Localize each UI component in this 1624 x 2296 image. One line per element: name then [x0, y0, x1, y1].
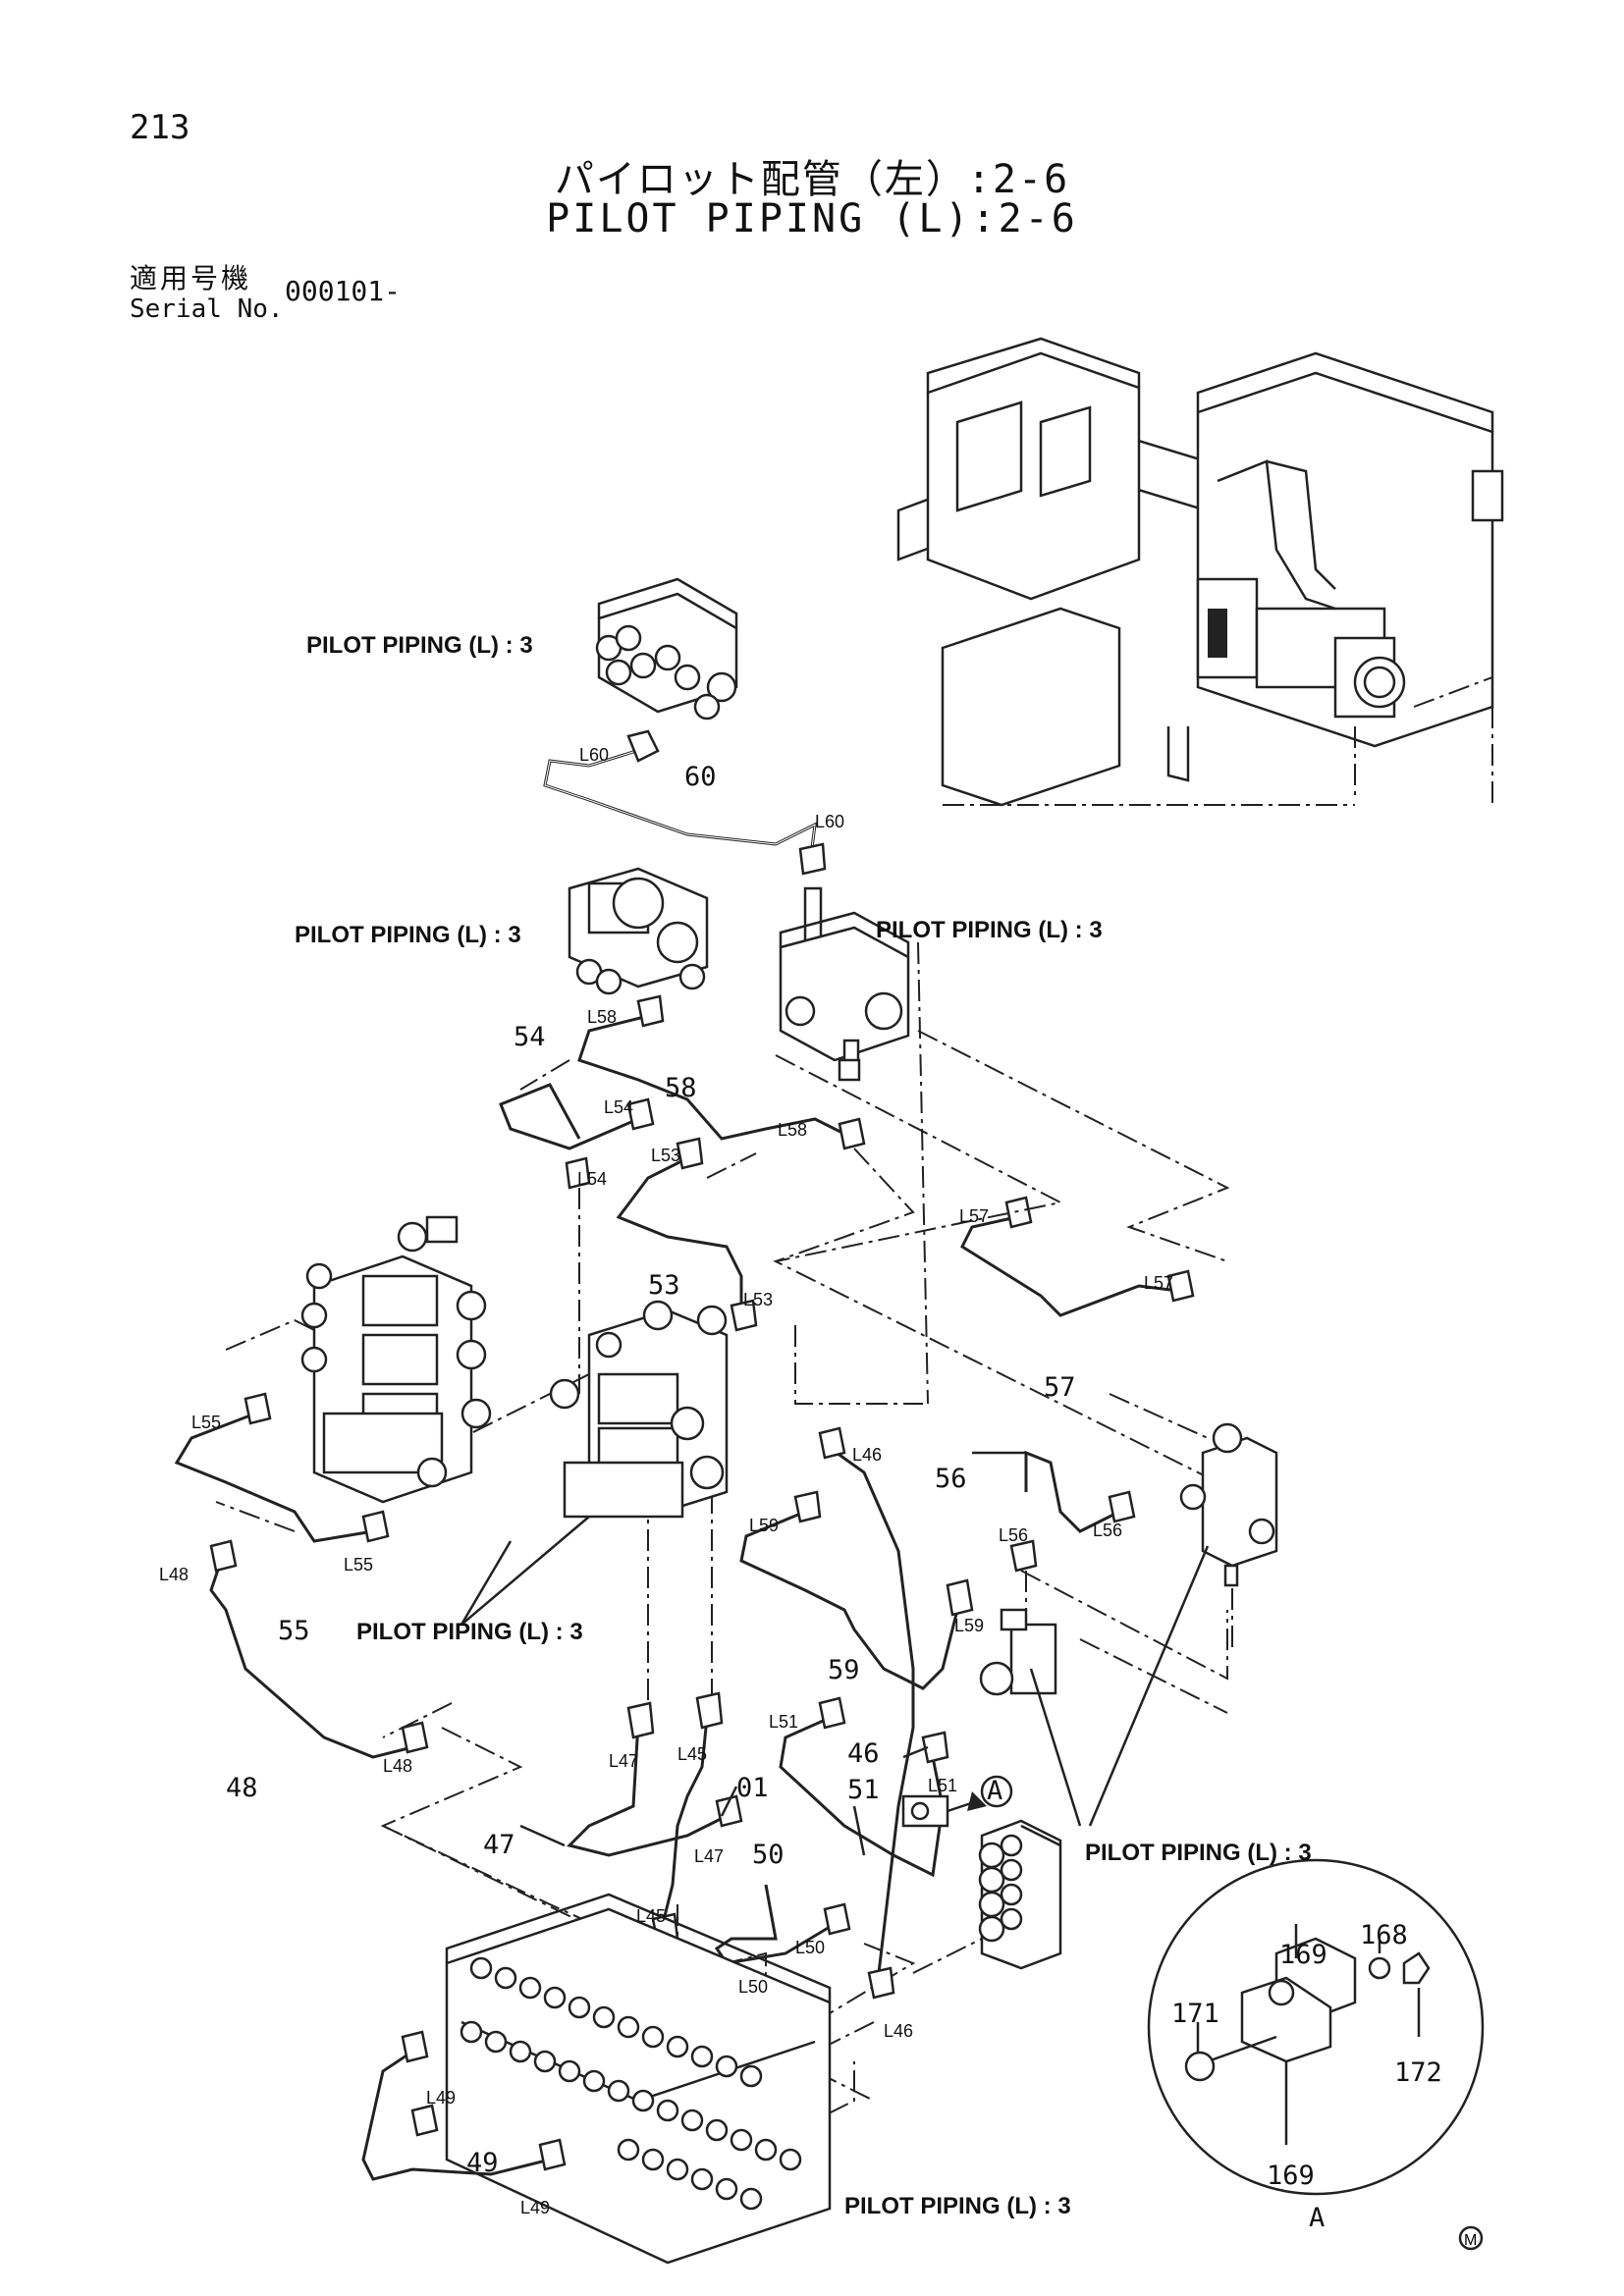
- right-shuttle-valve: [1179, 1422, 1278, 1587]
- detail-part-168: 168: [1360, 1920, 1408, 1950]
- pipe-60: [543, 729, 827, 944]
- upper-pilot-valve-block: [595, 577, 738, 721]
- part-47: 47: [483, 1830, 515, 1860]
- part-number-labels: 60 54 58 53 57 56 55 59 48 46 51 01 47 5…: [226, 762, 1076, 2178]
- pipe-55: [174, 1392, 390, 1543]
- part-01: 01: [736, 1773, 769, 1803]
- detail-marker-A: A: [987, 1776, 1002, 1806]
- line-label-L54-a: L54: [604, 1097, 633, 1117]
- line-label-L58-a: L58: [587, 1007, 617, 1027]
- pipe-49: [361, 2030, 567, 2181]
- detail-labels: A A 168 169 171 172 169: [987, 1776, 1442, 2233]
- part-49: 49: [466, 2148, 499, 2178]
- line-label-L55-a: L55: [191, 1413, 221, 1432]
- detail-part-172: 172: [1394, 2057, 1442, 2088]
- pipe-56: [1009, 1450, 1136, 1573]
- detail-part-169-top: 169: [1279, 1940, 1327, 1970]
- part-56: 56: [935, 1464, 967, 1494]
- pipe-59: [739, 1490, 974, 1690]
- callout-leaders: [460, 1451, 1210, 1856]
- line-end-labels: L60 L60 L58 L58 L54 L54 L53 L53 L57 L57 …: [159, 745, 1173, 2217]
- ref-callout-lower-left: PILOT PIPING (L) : 3: [356, 1619, 583, 1645]
- solenoid-valve-block: [568, 867, 709, 995]
- part-51: 51: [847, 1775, 880, 1805]
- part-46: 46: [847, 1738, 880, 1769]
- line-label-L48-b: L48: [383, 1756, 412, 1776]
- detail-part-171: 171: [1171, 1999, 1219, 2029]
- ref-callout-bottom: PILOT PIPING (L) : 3: [844, 2193, 1071, 2219]
- serial-number-value: 000101-: [285, 275, 402, 307]
- part-59: 59: [828, 1655, 860, 1685]
- line-label-L46-b: L46: [884, 2021, 913, 2041]
- line-label-L50-b: L50: [738, 1977, 768, 1997]
- line-label-L54-b: L54: [577, 1169, 607, 1189]
- part-60: 60: [684, 762, 717, 792]
- right-outlet-block: [978, 1819, 1062, 1970]
- line-label-L53-b: L53: [743, 1290, 773, 1309]
- pipe-54: [499, 1083, 655, 1394]
- line-label-L49-a: L49: [426, 2088, 456, 2108]
- center-control-valve-stack: [549, 1300, 729, 1519]
- line-label-L51-b: L51: [928, 1776, 957, 1795]
- line-label-L60-b: L60: [815, 812, 844, 831]
- page-title-english: PILOT PIPING (L):2-6: [546, 196, 1078, 241]
- bottom-manifold-block: [445, 1893, 832, 2265]
- left-control-valve-stack: [300, 1215, 492, 1504]
- detail-view-A: [1147, 1858, 1485, 2196]
- page-number: 213: [130, 108, 190, 147]
- line-label-L59-b: L59: [954, 1616, 984, 1635]
- line-label-L55-b: L55: [344, 1555, 373, 1575]
- page-title-japanese: パイロット配管（左）:2-6: [554, 157, 1070, 202]
- reference-callouts: PILOT PIPING (L) : 3 PILOT PIPING (L) : …: [295, 632, 1312, 2219]
- line-label-L56-b: L56: [1093, 1521, 1122, 1540]
- line-label-L46-a: L46: [852, 1445, 882, 1465]
- part-54: 54: [514, 1022, 546, 1052]
- line-label-L56-a: L56: [999, 1525, 1028, 1545]
- footer-mark-text: M: [1464, 2232, 1477, 2249]
- ref-callout-mid-left: PILOT PIPING (L) : 3: [295, 922, 521, 948]
- manifold-fittings: [460, 1956, 802, 2211]
- serial-label-japanese: 適用号機: [130, 262, 252, 294]
- line-label-L57-b: L57: [1144, 1273, 1173, 1293]
- ref-callout-upper-left: PILOT PIPING (L) : 3: [306, 632, 533, 659]
- part-50: 50: [752, 1840, 785, 1870]
- pipe-47: [567, 1701, 743, 1857]
- line-label-L51-a: L51: [769, 1712, 798, 1732]
- part-48: 48: [226, 1773, 258, 1803]
- machine-overview-illustration: [896, 337, 1504, 807]
- part-55: 55: [278, 1616, 310, 1646]
- pipe-48: [209, 1539, 429, 1759]
- ref-callout-mid-right: PILOT PIPING (L) : 3: [876, 917, 1103, 943]
- part-58: 58: [665, 1073, 697, 1103]
- line-label-L45-a: L45: [677, 1744, 707, 1764]
- line-label-L59-a: L59: [749, 1516, 779, 1535]
- line-label-L49-b: L49: [520, 2198, 550, 2217]
- line-label-L50-a: L50: [795, 1938, 825, 1957]
- pipe-46: [818, 1426, 915, 2000]
- line-label-L47-a: L47: [609, 1751, 638, 1771]
- shuttle-valve-block: [779, 911, 929, 1405]
- pipe-57: [960, 1196, 1195, 1317]
- pipe-45: [651, 1691, 724, 1946]
- detail-part-169-bottom: 169: [1267, 2161, 1315, 2191]
- pipe-53: [616, 1137, 758, 1332]
- line-label-L53-a: L53: [651, 1146, 680, 1165]
- line-label-L58-b: L58: [778, 1120, 807, 1140]
- line-label-L45-b: L45: [636, 1906, 666, 1926]
- line-label-L57-a: L57: [959, 1206, 989, 1226]
- line-label-L60-a: L60: [579, 745, 609, 765]
- line-label-L47-b: L47: [694, 1846, 724, 1866]
- ref-callout-lower-right: PILOT PIPING (L) : 3: [1085, 1840, 1312, 1866]
- line-label-L48-a: L48: [159, 1565, 189, 1584]
- check-valve-block: [979, 1608, 1057, 1696]
- part-57: 57: [1044, 1372, 1076, 1403]
- part-53: 53: [648, 1270, 680, 1301]
- detail-caption-A: A: [1309, 2203, 1325, 2233]
- clamp-A-marker: [901, 1775, 1013, 1828]
- footer-mark: M: [1458, 2225, 1484, 2251]
- serial-label-english: Serial No.: [130, 294, 284, 324]
- pipe-58: [577, 994, 866, 1150]
